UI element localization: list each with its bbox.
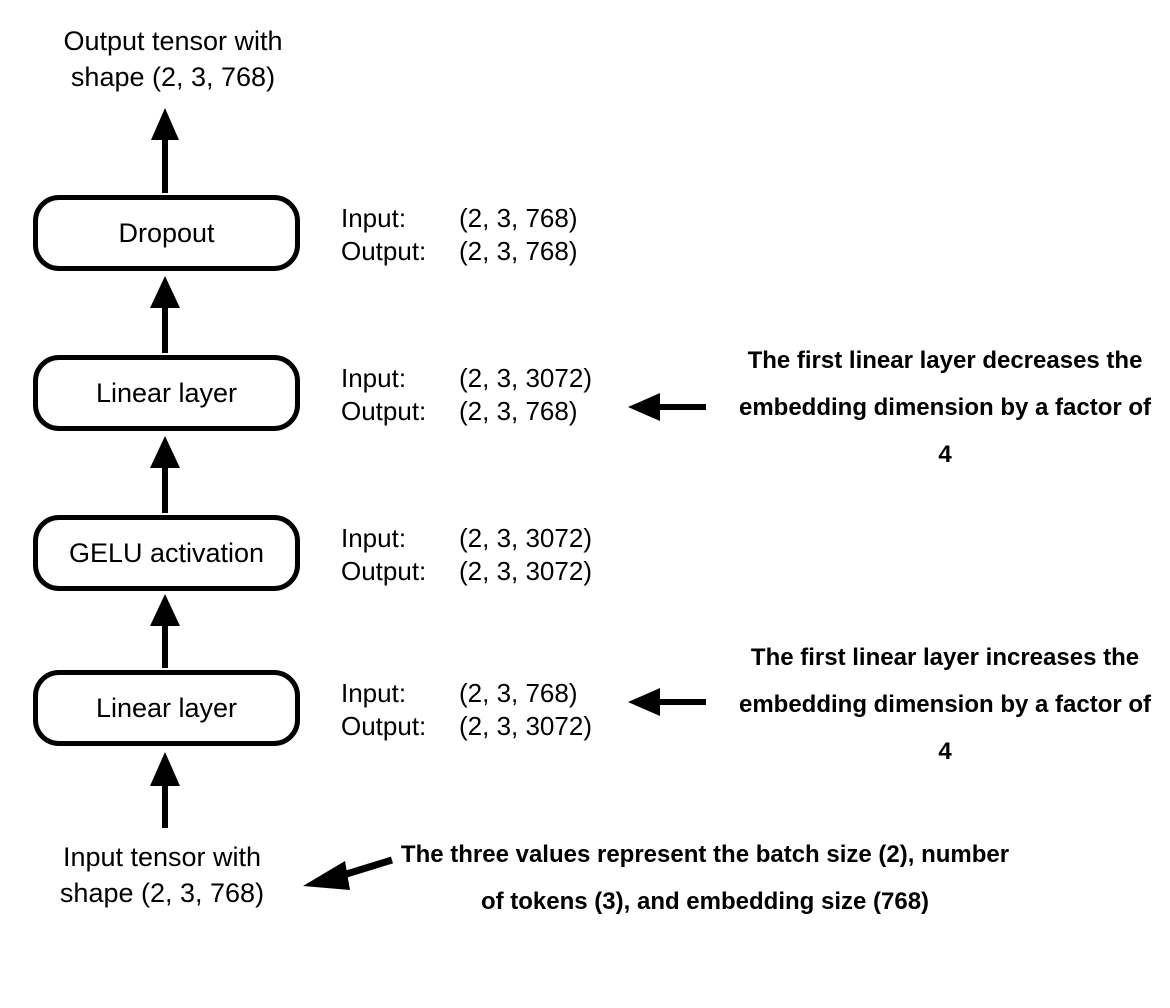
arrow-linear2-to-dropout	[150, 276, 180, 353]
io-row-output: Output: (2, 3, 3072)	[341, 555, 592, 588]
io-output-key: Output:	[341, 236, 427, 267]
io-row-output: Output: (2, 3, 768)	[341, 235, 578, 268]
io-input-value: (2, 3, 768)	[459, 203, 578, 233]
node-gelu-activation-label: GELU activation	[68, 537, 265, 568]
arrow-gelu-to-linear2	[150, 436, 180, 513]
io-output-value: (2, 3, 3072)	[459, 711, 592, 742]
io-row-input: Input: (2, 3, 768)	[341, 677, 592, 710]
io-output-key: Output:	[341, 396, 427, 427]
io-output-value: (2, 3, 3072)	[459, 556, 592, 587]
arrow-input-to-linear1	[150, 752, 180, 828]
arrow-dropout-to-output	[151, 108, 179, 193]
io-input-value: (2, 3, 3072)	[459, 523, 592, 553]
annotation-increase-note: The first linear layer increases the emb…	[738, 644, 1152, 765]
io-input-value: (2, 3, 768)	[459, 678, 578, 708]
annotation-shape-meaning-note: The three values represent the batch siz…	[400, 841, 1010, 915]
arrow-annotation-shape-meaning	[303, 856, 394, 890]
io-input-key: Input:	[341, 678, 407, 708]
io-row-input: Input: (2, 3, 768)	[341, 202, 578, 235]
io-row-output: Output: (2, 3, 768)	[341, 395, 592, 428]
io-input-key: Input:	[341, 363, 407, 393]
io-output-key: Output:	[341, 556, 427, 587]
io-output-value: (2, 3, 768)	[459, 396, 578, 427]
arrow-linear1-to-gelu	[150, 594, 180, 668]
node-dropout-label: Dropout	[118, 217, 215, 248]
io-input-key: Input:	[341, 203, 407, 233]
io-shapes-dropout: Input: (2, 3, 768) Output: (2, 3, 768)	[341, 202, 578, 269]
io-row-output: Output: (2, 3, 3072)	[341, 710, 592, 743]
node-dropout[interactable]: Dropout	[33, 195, 300, 271]
arrow-annotation-increase	[628, 688, 706, 716]
annotation-decrease-note: The first linear layer decreases the emb…	[738, 347, 1152, 468]
io-input-key: Input:	[341, 523, 407, 553]
io-output-value: (2, 3, 768)	[459, 236, 578, 267]
io-output-key: Output:	[341, 711, 427, 742]
io-shapes-linear-layer-2: Input: (2, 3, 3072) Output: (2, 3, 768)	[341, 362, 592, 429]
node-linear-layer-1[interactable]: Linear layer	[33, 670, 300, 746]
node-linear-layer-1-label: Linear layer	[95, 692, 238, 723]
output-tensor-caption: Output tensor with shape (2, 3, 768)	[63, 26, 283, 92]
node-linear-layer-2[interactable]: Linear layer	[33, 355, 300, 431]
io-row-input: Input: (2, 3, 3072)	[341, 362, 592, 395]
io-input-value: (2, 3, 3072)	[459, 363, 592, 393]
node-gelu-activation[interactable]: GELU activation	[33, 515, 300, 591]
node-linear-layer-2-label: Linear layer	[95, 377, 238, 408]
arrow-annotation-decrease	[628, 393, 706, 421]
input-tensor-caption: Input tensor with shape (2, 3, 768)	[59, 842, 265, 908]
io-shapes-gelu-activation: Input: (2, 3, 3072) Output: (2, 3, 3072)	[341, 522, 592, 589]
io-shapes-linear-layer-1: Input: (2, 3, 768) Output: (2, 3, 3072)	[341, 677, 592, 744]
io-row-input: Input: (2, 3, 3072)	[341, 522, 592, 555]
